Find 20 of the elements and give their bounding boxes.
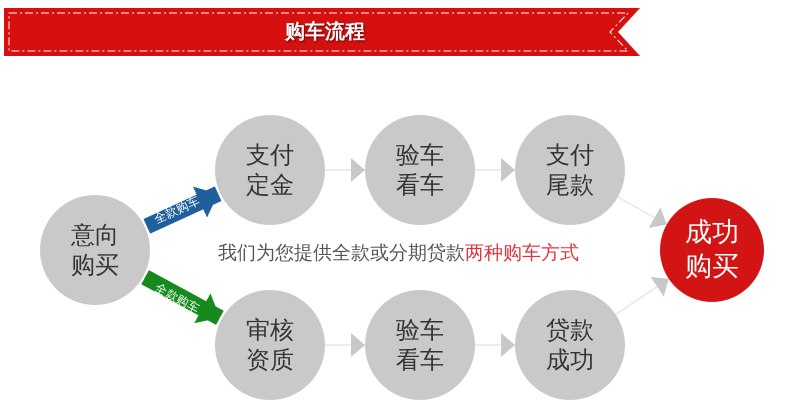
step-text: 贷款成功 [544, 315, 595, 375]
step-text: 成功购买 [684, 216, 740, 284]
step-text: 审核资质 [244, 315, 295, 375]
chevron-arrow [325, 158, 365, 182]
chevron-arrow [475, 333, 515, 357]
edge-label: 全款购车 [151, 279, 202, 317]
chevron-arrow [475, 158, 515, 182]
step-text: 验车看车 [394, 315, 445, 375]
step-text: 支付尾款 [544, 140, 595, 200]
step-text: 意向购买 [70, 220, 120, 280]
title: 购车流程 [284, 18, 366, 45]
chevron-arrow [325, 333, 365, 357]
step-text: 验车看车 [394, 140, 445, 200]
step-text: 支付定金 [244, 140, 295, 200]
chevron-arrow [618, 196, 668, 228]
edge-label: 全款购车 [151, 192, 202, 228]
chevron-arrow [615, 276, 670, 316]
note-text: 我们为您提供全款或分期贷款两种购车方式 [218, 241, 579, 266]
block-arrow [141, 270, 224, 325]
block-arrow [144, 186, 222, 234]
